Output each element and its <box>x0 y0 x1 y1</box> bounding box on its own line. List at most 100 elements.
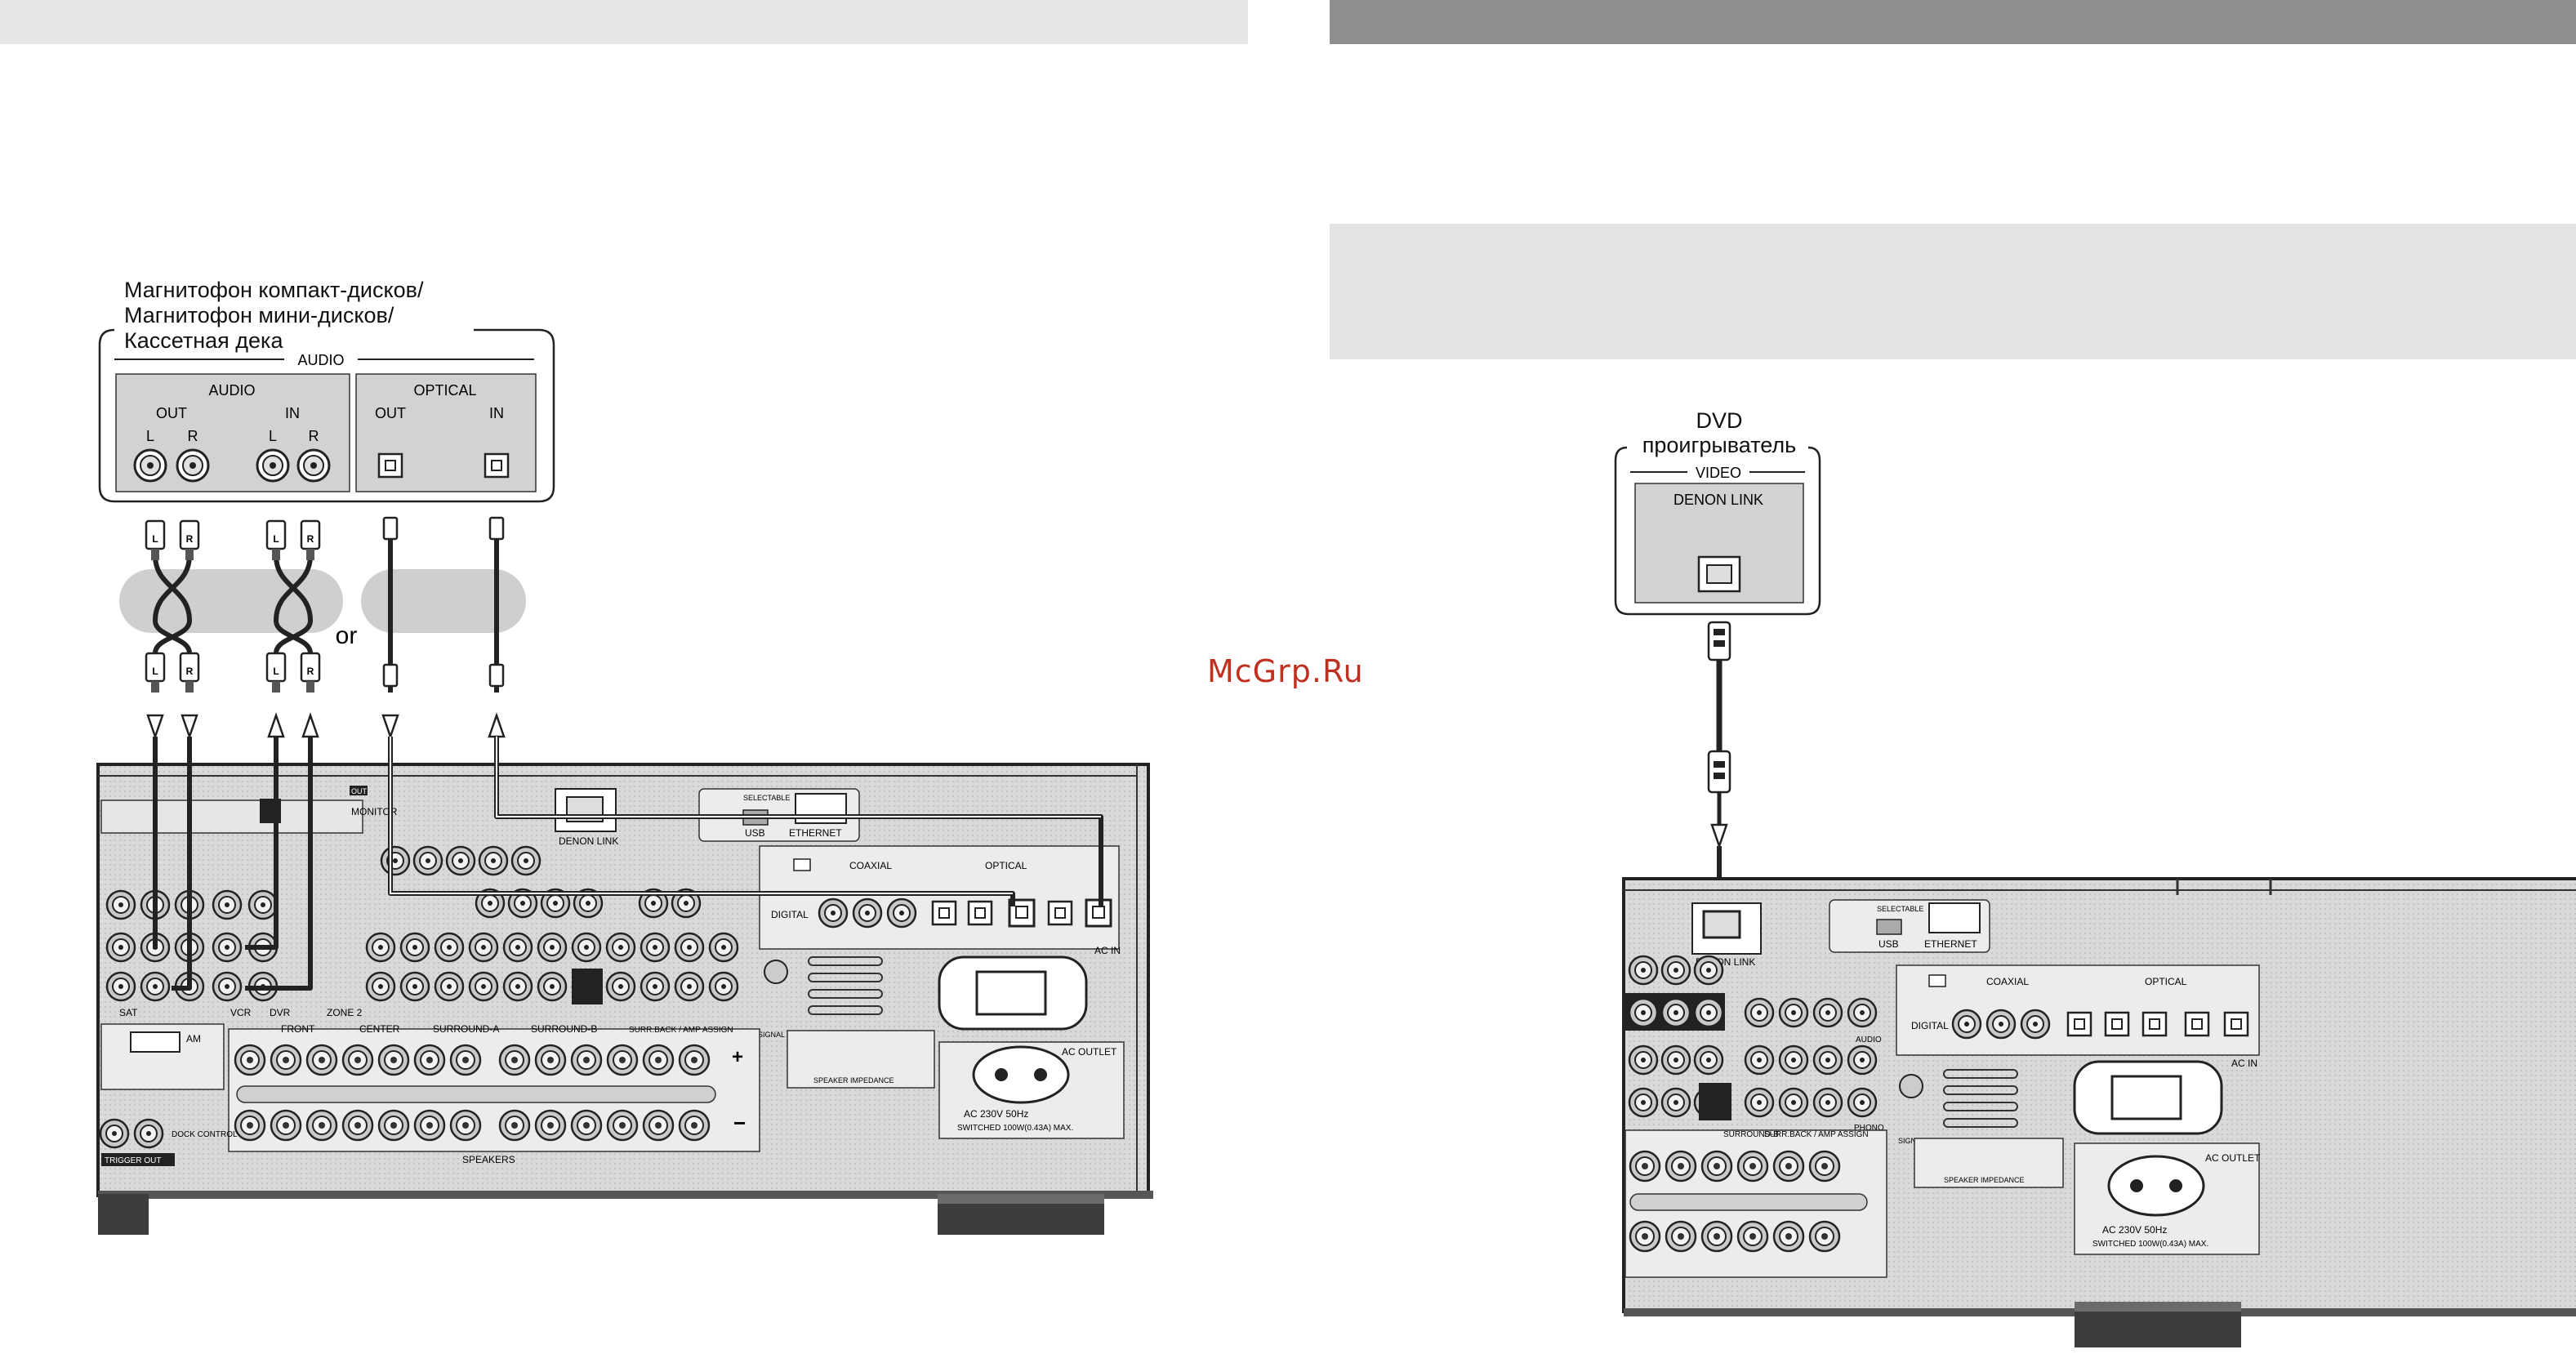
right-receiver: DENON LINK SELECTABLE USB ETHERNET AUDIO… <box>1622 877 2576 1347</box>
right-device-title-line-2: проигрыватель <box>1642 433 1797 457</box>
left-receiver: MONITOR OUT DENON LINK SELECTABLE USB ET… <box>96 763 1153 1235</box>
right-denon-link-cable <box>1707 621 1731 913</box>
left-denon-link-label: DENON LINK <box>559 835 618 847</box>
right-ac-in-label: AC IN <box>2231 1058 2257 1069</box>
left-receiver-cables-highlight <box>390 737 1101 894</box>
right-denon-link-label: DENON LINK <box>1674 492 1763 508</box>
arrow-optical-in <box>488 714 506 738</box>
plug-in-r-bottom-label: R <box>307 666 314 677</box>
right-ac-spec-label: AC 230V 50Hz <box>2102 1224 2167 1236</box>
right-source-device: VIDEO DENON LINK <box>1614 446 1821 616</box>
left-device-title: Магнитофон компакт-дисков/ Магнитофон ми… <box>124 278 424 354</box>
right-usb-label: USB <box>1879 938 1899 950</box>
right-arrow-denon-link <box>1710 823 1728 848</box>
left-ac-outlet-label: AC OUTLET <box>1062 1046 1117 1058</box>
left-optical-out-label: OUT <box>375 405 406 421</box>
left-coaxial-label: COAXIAL <box>849 860 892 871</box>
left-front-label: FRONT <box>281 1023 315 1035</box>
arrow-optical-out <box>381 714 399 738</box>
left-out-badge: OUT <box>351 787 368 795</box>
left-am-label: AM <box>186 1033 201 1044</box>
right-audio-label: AUDIO <box>1856 1036 1882 1044</box>
svg-text:−: − <box>733 1111 746 1135</box>
right-coaxial-label: COAXIAL <box>1986 976 2029 987</box>
left-in-l-label: L <box>269 428 277 444</box>
plug-out-r-top-label: R <box>186 533 194 545</box>
right-surr-back-label: SURR.BACK / AMP ASSIGN <box>1764 1130 1869 1139</box>
left-device-title-line-3: Кассетная дека <box>124 328 283 353</box>
left-optical-group-label: OPTICAL <box>413 382 476 399</box>
left-audio-out-r-jack <box>176 448 210 483</box>
header-bar-left <box>0 0 1248 44</box>
left-monitor-label: MONITOR <box>351 806 398 817</box>
right-device-title-line-1: DVD <box>1696 408 1743 433</box>
left-speakers-label: SPEAKERS <box>462 1154 515 1165</box>
left-ac-in-label: AC IN <box>1094 945 1121 956</box>
left-sat-label: SAT <box>119 1007 138 1018</box>
header-bar-right <box>1330 0 2576 44</box>
optical-out-plug-bottom <box>382 663 399 694</box>
left-audio-in-l-jack <box>256 448 290 483</box>
arrow-in-r <box>301 714 319 738</box>
right-denon-link-port <box>1697 555 1741 593</box>
left-audio-out-label: OUT <box>156 405 187 421</box>
plug-in-l-top-label: L <box>273 533 279 545</box>
right-digital-label: DIGITAL <box>1911 1020 1949 1031</box>
left-audio-in-r-jack <box>296 448 331 483</box>
left-trigger-out-label: TRIGGER OUT <box>105 1156 161 1165</box>
left-optical-in-jack <box>484 452 510 479</box>
left-switched-label: SWITCHED 100W(0.43A) MAX. <box>957 1124 1073 1133</box>
right-switched-label: SWITCHED 100W(0.43A) MAX. <box>2092 1240 2208 1249</box>
left-optical-label: OPTICAL <box>985 860 1027 871</box>
or-label: or <box>336 622 358 649</box>
left-optical-out-jack <box>377 452 403 479</box>
left-vcr-label: VCR <box>230 1007 252 1018</box>
plug-out-r-bottom-label: R <box>186 666 194 677</box>
left-vents <box>808 956 883 1015</box>
right-video-header: VIDEO <box>1696 465 1741 481</box>
left-signal-gnd-label: SIGNAL GND <box>758 1031 804 1039</box>
optical-cable-pill <box>361 569 526 633</box>
right-video-jacks <box>1625 955 1878 1118</box>
right-ethernet-label: ETHERNET <box>1924 938 1977 950</box>
left-surround-a-label: SURROUND-A <box>433 1023 499 1035</box>
arrow-out-r <box>180 714 198 738</box>
arrow-out-l <box>146 714 164 738</box>
right-ac-outlet-label: AC OUTLET <box>2205 1152 2261 1164</box>
watermark: McGrp.Ru <box>1207 653 1364 689</box>
svg-text:+: + <box>732 1046 743 1068</box>
left-source-device: AUDIO AUDIO OPTICAL OUT IN OUT IN L R L … <box>98 328 555 503</box>
optical-in-plug-top <box>488 516 505 547</box>
left-in-r-label: R <box>309 428 319 444</box>
plug-in-l-bottom-label: L <box>273 666 279 677</box>
plug-out-l-bottom-label: L <box>152 666 158 677</box>
left-audio-group-label: AUDIO <box>208 382 255 399</box>
right-device-title: DVD проигрыватель <box>1617 408 1821 457</box>
left-audio-out-l-jack <box>133 448 167 483</box>
plug-in-r-top-label: R <box>307 533 314 545</box>
left-audio-header: AUDIO <box>297 352 344 368</box>
right-phono-label: PHONO <box>1854 1124 1884 1133</box>
right-optical-label: OPTICAL <box>2145 976 2187 987</box>
left-zone2-label: ZONE 2 <box>327 1007 363 1018</box>
plug-out-l-top-label: L <box>152 533 158 545</box>
left-center-label: CENTER <box>359 1023 400 1035</box>
left-ac-spec-label: AC 230V 50Hz <box>964 1108 1028 1120</box>
left-audio-in-label: IN <box>285 405 300 421</box>
audio-out-cable <box>152 553 193 656</box>
right-selectable-label: SELECTABLE <box>1877 905 1923 913</box>
optical-in-plug-bottom <box>488 663 505 694</box>
left-out-r-label: R <box>188 428 198 444</box>
right-surround-b-label: SURROUND-B <box>1723 1130 1779 1139</box>
arrow-in-l <box>267 714 285 738</box>
left-ethernet-label: ETHERNET <box>789 827 842 839</box>
left-optical-in-label: IN <box>489 405 504 421</box>
section-band-right <box>1330 224 2576 359</box>
left-dock-control-label: DOCK CONTROL <box>172 1130 238 1139</box>
left-device-title-line-1: Магнитофон компакт-дисков/ <box>124 278 424 302</box>
left-digital-label: DIGITAL <box>771 909 809 920</box>
left-usb-label: USB <box>745 827 765 839</box>
left-speaker-impedance-label: SPEAKER IMPEDANCE <box>813 1076 894 1085</box>
left-out-l-label: L <box>146 428 154 444</box>
